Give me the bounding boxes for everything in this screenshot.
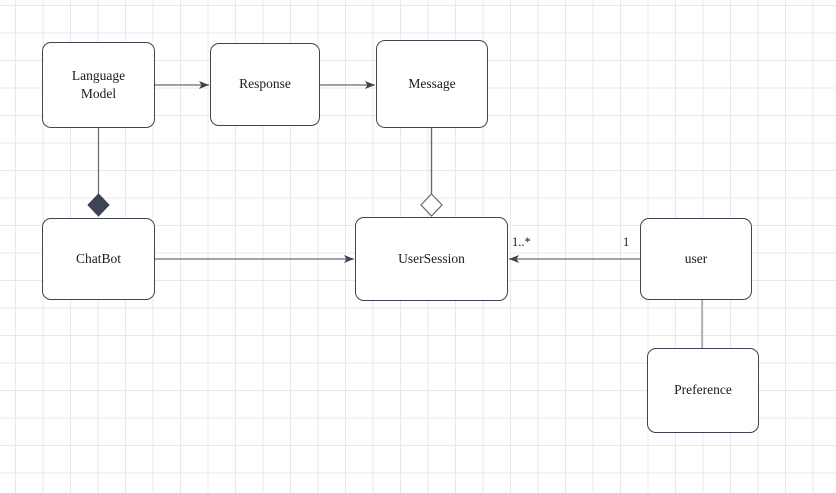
node-label-chatbot: ChatBot xyxy=(75,250,121,266)
node-usersession[interactable]: UserSession xyxy=(355,217,508,301)
node-label-response: Response xyxy=(239,76,291,92)
node-chatbot[interactable]: ChatBot xyxy=(42,218,155,300)
node-label-message: Message xyxy=(408,75,456,91)
node-response[interactable]: Response xyxy=(210,43,320,126)
node-label-preference: Preference xyxy=(674,382,732,398)
edge-language-model-chatbot[interactable] xyxy=(87,128,110,217)
filled-diamond-marker xyxy=(87,193,110,217)
hollow-diamond-marker xyxy=(420,193,443,217)
node-language-model[interactable]: Language Model xyxy=(42,42,155,128)
node-label-language-model: Language Model xyxy=(71,67,126,101)
node-label-usersession: UserSession xyxy=(398,250,465,266)
node-message[interactable]: Message xyxy=(376,40,488,128)
multiplicity-label-usersession: 1..* xyxy=(512,235,531,249)
node-user[interactable]: user xyxy=(640,218,752,300)
node-label-user: user xyxy=(684,250,708,266)
node-preference[interactable]: Preference xyxy=(647,348,759,433)
multiplicity-label-user: 1 xyxy=(623,235,630,249)
edge-message-usersession[interactable] xyxy=(420,128,443,217)
